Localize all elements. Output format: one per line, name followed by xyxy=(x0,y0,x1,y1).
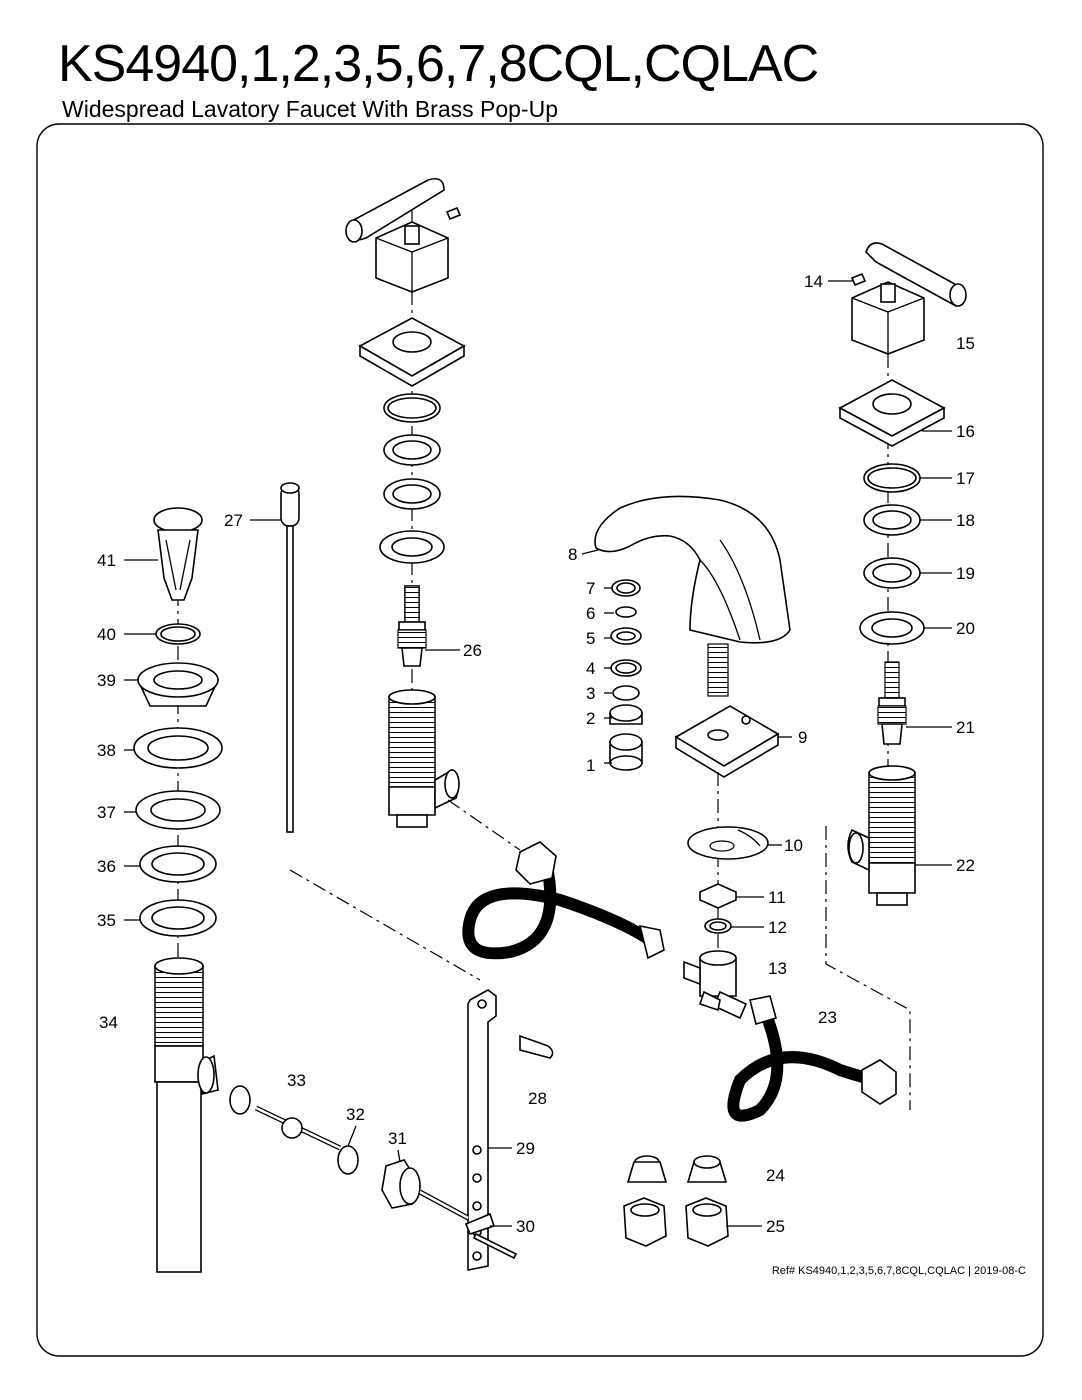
right-handle-assembly xyxy=(838,242,967,906)
part-label-24: 24 xyxy=(766,1166,785,1185)
part-label-9: 9 xyxy=(798,728,807,747)
part-label-38: 38 xyxy=(97,741,116,760)
part-labels: 1 2 3 4 5 6 7 8 9 10 11 12 13 14 15 16 1… xyxy=(97,272,975,1236)
part-label-1: 1 xyxy=(586,756,595,775)
part-label-39: 39 xyxy=(97,671,116,690)
part-label-27: 27 xyxy=(224,511,243,530)
part-label-31: 31 xyxy=(388,1129,407,1148)
part-label-13: 13 xyxy=(768,959,787,978)
part-label-26: 26 xyxy=(463,641,482,660)
drain-assembly xyxy=(133,507,470,1273)
part-label-32: 32 xyxy=(346,1105,365,1124)
part-label-16: 16 xyxy=(956,422,975,441)
diagram-frame xyxy=(36,123,1044,1357)
page-title: KS4940,1,2,3,5,6,7,8CQL,CQLAC xyxy=(58,35,819,93)
part-label-3: 3 xyxy=(586,684,595,703)
part-label-17: 17 xyxy=(956,469,975,488)
leader-lines xyxy=(124,280,952,1227)
part-label-4: 4 xyxy=(586,659,595,678)
compression-fittings xyxy=(623,1155,729,1247)
part-label-11: 11 xyxy=(768,888,786,907)
part-label-6: 6 xyxy=(586,604,595,623)
part-label-8: 8 xyxy=(568,545,577,564)
part-label-2: 2 xyxy=(586,709,595,728)
part-label-12: 12 xyxy=(768,918,787,937)
part-label-21: 21 xyxy=(956,718,975,737)
part-label-20: 20 xyxy=(956,619,975,638)
part-label-14: 14 xyxy=(804,272,823,291)
part-label-41: 41 xyxy=(97,551,116,570)
part-label-10: 10 xyxy=(784,836,803,855)
mounting-hardware xyxy=(683,826,769,1020)
part-label-29: 29 xyxy=(516,1139,535,1158)
part-label-37: 37 xyxy=(97,803,116,822)
part-label-34: 34 xyxy=(99,1013,118,1032)
part-label-18: 18 xyxy=(956,511,975,530)
clevis-strap xyxy=(464,989,554,1271)
part-label-35: 35 xyxy=(97,911,116,930)
spout-assembly xyxy=(594,495,791,960)
part-label-28: 28 xyxy=(528,1089,547,1108)
part-label-22: 22 xyxy=(956,856,975,875)
part-label-7: 7 xyxy=(586,579,595,598)
part-label-23: 23 xyxy=(818,1008,837,1027)
supply-hoses xyxy=(447,799,911,1122)
part-label-33: 33 xyxy=(287,1071,306,1090)
part-label-25: 25 xyxy=(766,1217,785,1236)
part-label-15: 15 xyxy=(956,334,975,353)
pop-up-rod xyxy=(280,482,481,981)
part-label-40: 40 xyxy=(97,625,116,644)
part-label-36: 36 xyxy=(97,857,116,876)
reference-footer: Ref# KS4940,1,2,3,5,6,7,8CQL,CQLAC | 201… xyxy=(771,1265,1026,1277)
part-label-5: 5 xyxy=(586,629,595,648)
part-label-30: 30 xyxy=(516,1217,535,1236)
left-handle-assembly xyxy=(345,177,466,828)
part-label-19: 19 xyxy=(956,564,975,583)
page-subtitle: Widespread Lavatory Faucet With Brass Po… xyxy=(62,96,558,122)
